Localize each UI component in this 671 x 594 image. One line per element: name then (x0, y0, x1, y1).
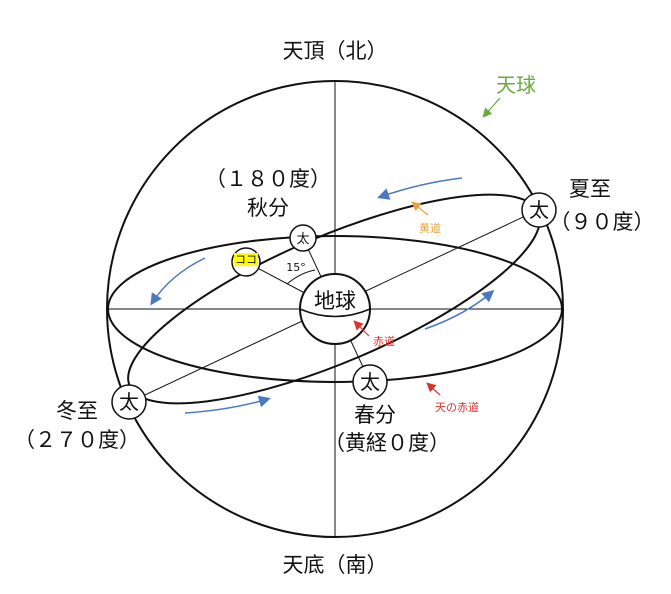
nadir-label: 天底（南） (283, 553, 388, 577)
winter-solstice-label: 冬至 (56, 399, 98, 423)
arrow-equator-right (424, 290, 495, 330)
sun-winter-label: 太 (119, 390, 139, 414)
sun-winter-solstice (111, 384, 147, 420)
winter-solstice-degree-label: （２７０度） (14, 428, 140, 452)
sun-autumn-equinox (289, 224, 317, 252)
celestial-equator-label: 天の赤道 (435, 400, 479, 414)
sun-autumn-label: 太 (296, 232, 309, 247)
autumn-equinox-degree-label: （１８０度） (205, 167, 331, 191)
equator-pointer-arrow (353, 320, 370, 337)
earth-label: 地球 (314, 289, 356, 313)
spring-equinox-label: 春分 (354, 403, 396, 427)
here-label: ココ (235, 253, 257, 266)
sun-spring-equinox (352, 364, 388, 400)
here-highlight (234, 253, 258, 266)
spring-equinox-degree-label: （黄経０度） (324, 431, 450, 455)
arrow-ecliptic-top (377, 177, 463, 200)
angle-arc (286, 269, 316, 285)
summer-solstice-degree-label: （９０度） (550, 210, 655, 234)
arrow-equator-left (150, 257, 206, 306)
equator-label: 赤道 (373, 334, 395, 348)
zenith-label: 天頂（北） (283, 39, 388, 63)
summer-solstice-label: 夏至 (569, 177, 611, 201)
sun-summer-label: 太 (529, 198, 549, 222)
celestial-equator-pointer-arrow (426, 382, 441, 396)
angle-label: 15° (286, 261, 306, 274)
earth-equator-curve (299, 308, 371, 318)
arrow-ecliptic-bottom (184, 395, 271, 414)
ecliptic-pointer-arrow (411, 201, 429, 216)
celestial-equator-ellipse (107, 235, 563, 383)
ecliptic-label: 黄道 (419, 221, 441, 235)
sun-summer-solstice (521, 192, 557, 228)
sphere-pointer-arrow (482, 97, 501, 118)
celestial-sphere-label: 天球 (496, 73, 536, 97)
sun-spring-label: 太 (360, 370, 380, 394)
autumn-equinox-label: 秋分 (247, 196, 289, 220)
